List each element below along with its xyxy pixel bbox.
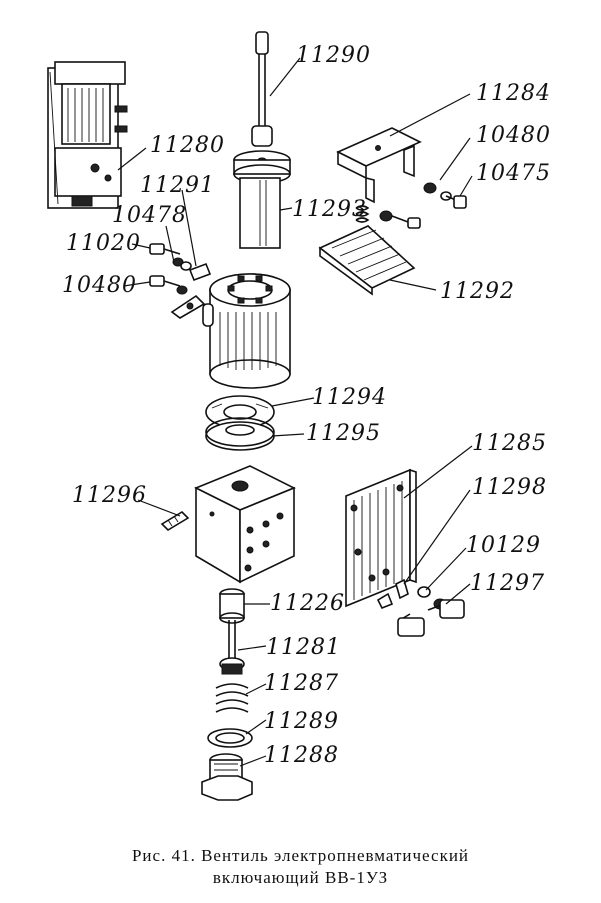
leader-lines xyxy=(117,57,473,767)
label-11280: 11280 xyxy=(150,133,225,158)
figure-caption-line-2: включающий ВВ-1УЗ xyxy=(212,868,389,887)
label-10480-left: 10480 xyxy=(62,273,137,298)
label-10478: 10478 xyxy=(112,203,187,228)
valve-body-drawing xyxy=(194,465,296,584)
figure-caption-line-1: Рис. 41. Вентиль электропневматический xyxy=(131,846,470,865)
label-10475: 10475 xyxy=(476,161,551,186)
label-11297: 11297 xyxy=(470,571,545,596)
left-fasteners-drawing xyxy=(149,243,212,319)
label-11020: 11020 xyxy=(66,231,141,256)
label-11284: 11284 xyxy=(476,81,551,106)
small-spring-screw-drawing xyxy=(355,205,421,229)
screw-11296-drawing xyxy=(160,510,190,532)
bottom-stack-drawing xyxy=(201,588,253,801)
assembled-valve-drawing xyxy=(47,61,128,209)
coil-drawing xyxy=(202,273,291,389)
cover-plate-drawing xyxy=(345,468,417,608)
label-11294: 11294 xyxy=(312,385,387,410)
label-11288: 11288 xyxy=(264,743,339,768)
label-11298: 11298 xyxy=(472,475,547,500)
label-11290: 11290 xyxy=(296,43,371,68)
plate-drawing xyxy=(318,225,416,296)
core-drawing xyxy=(233,150,291,249)
rod-drawing xyxy=(251,31,273,147)
label-11289: 11289 xyxy=(264,709,339,734)
label-11226: 11226 xyxy=(270,591,345,616)
label-10480-top: 10480 xyxy=(476,123,551,148)
label-11285: 11285 xyxy=(472,431,547,456)
gaskets-drawing xyxy=(205,395,275,451)
label-11287: 11287 xyxy=(264,671,339,696)
label-11295: 11295 xyxy=(306,421,381,446)
label-11293: 11293 xyxy=(292,197,367,222)
bracket-drawing xyxy=(336,127,422,204)
label-11296: 11296 xyxy=(72,483,147,508)
label-10129: 10129 xyxy=(466,533,541,558)
label-11281: 11281 xyxy=(266,635,341,660)
label-11292: 11292 xyxy=(440,279,515,304)
label-11291: 11291 xyxy=(140,173,215,198)
